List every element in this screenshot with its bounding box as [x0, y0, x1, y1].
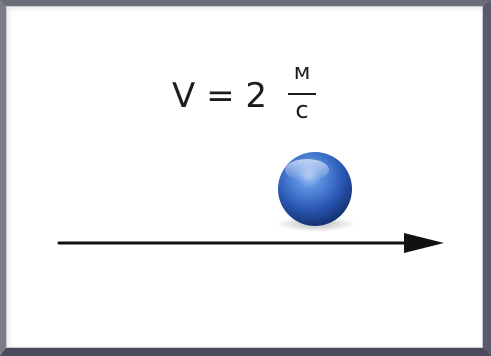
unit-numerator: м: [293, 60, 311, 85]
ball-icon: [276, 152, 356, 232]
fraction-bar: [288, 93, 316, 95]
unit-denominator: с: [295, 96, 309, 124]
arrow-icon: [57, 233, 444, 253]
unit-fraction: м с: [287, 58, 317, 130]
formula-lhs: V = 2: [172, 76, 267, 116]
